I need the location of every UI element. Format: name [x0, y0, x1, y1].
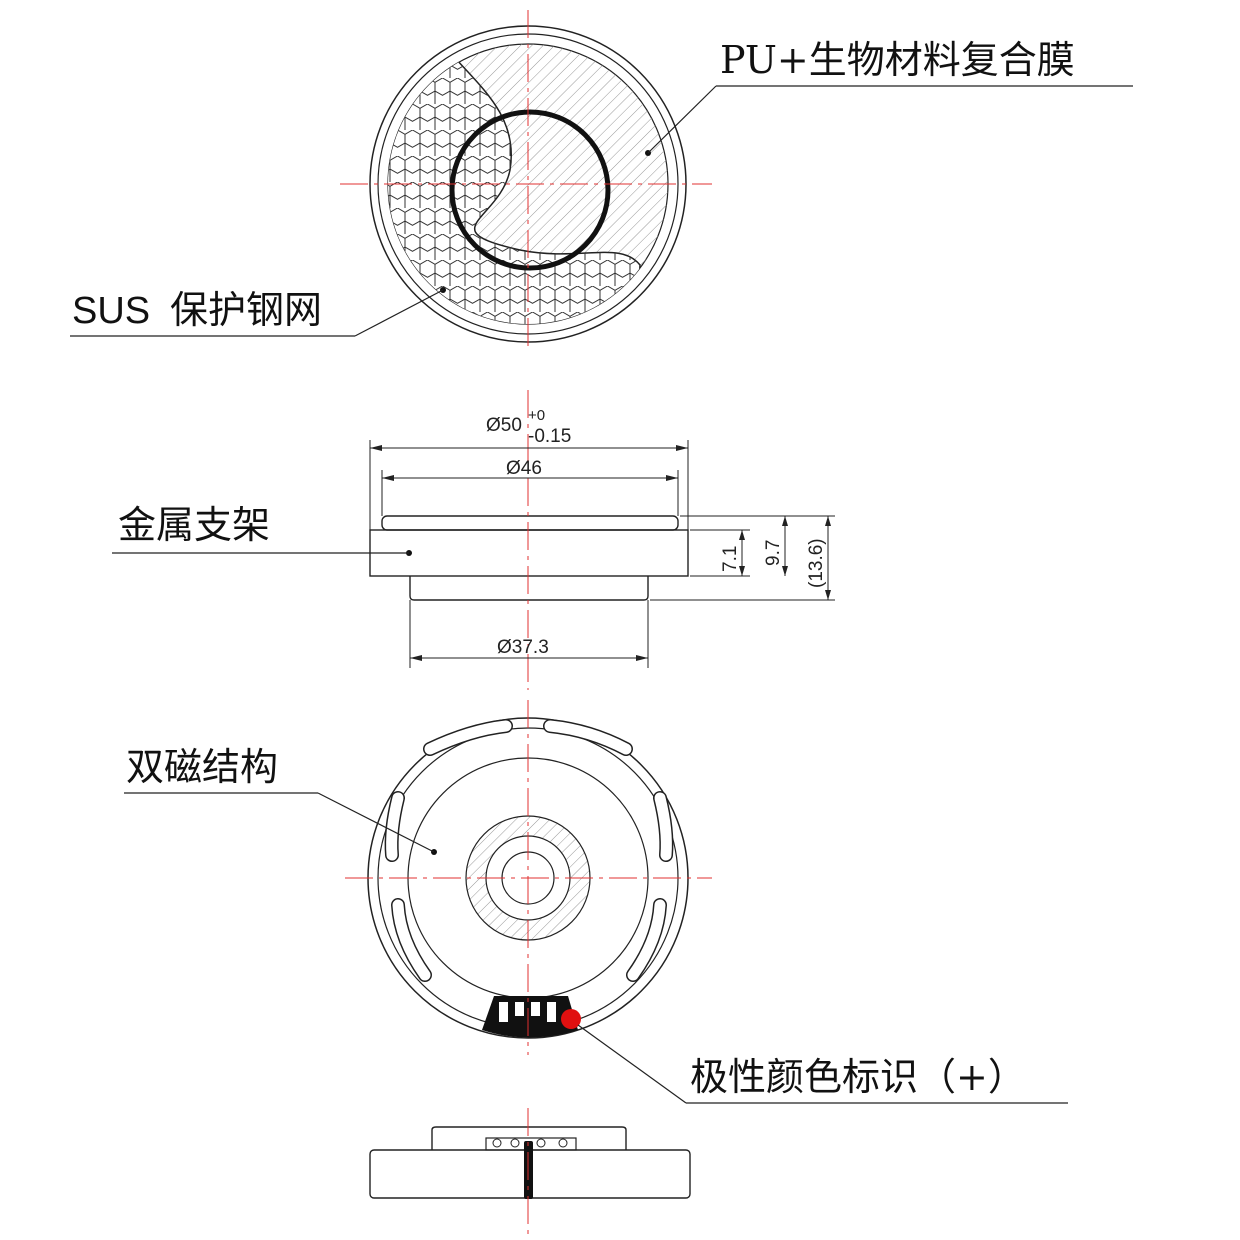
frame-label: 金属支架 [118, 503, 270, 547]
mesh-label: 保护钢网 [170, 288, 322, 332]
bottom-side-view [369, 1108, 691, 1238]
mesh-prefix-label: SUS [72, 290, 150, 332]
callout-mesh: SUS 保护钢网 [70, 287, 446, 337]
height-frame-dim: 7.1 [720, 546, 741, 572]
side-view [369, 390, 689, 690]
outer-tol-lower: -0.15 [528, 426, 571, 447]
top-view [340, 10, 712, 350]
voice-coil-ring [449, 109, 611, 271]
dimension-lines [369, 440, 835, 668]
callout-polarity: 极性颜色标识（+） [577, 1024, 1068, 1104]
callout-membrane: PU+生物材料复合膜 [645, 38, 1133, 156]
membrane-label: PU+生物材料复合膜 [720, 38, 1075, 82]
polarity-mark [561, 1009, 581, 1029]
height-total-dim: 9.7 [763, 540, 784, 566]
outer-diameter-dim: Ø50 [486, 415, 522, 436]
polarity-label: 极性颜色标识（+） [690, 1055, 1026, 1099]
inner-diameter-dim: Ø46 [506, 458, 542, 479]
callout-magnet: 双磁结构 [124, 745, 437, 855]
outer-tol-upper: +0 [528, 407, 545, 424]
magnet-diameter-dim: Ø37.3 [497, 637, 549, 658]
back-view [345, 700, 712, 1055]
height-overall-dim: (13.6) [806, 538, 827, 588]
callout-frame: 金属支架 [112, 503, 412, 556]
magnet-label: 双磁结构 [126, 745, 278, 789]
